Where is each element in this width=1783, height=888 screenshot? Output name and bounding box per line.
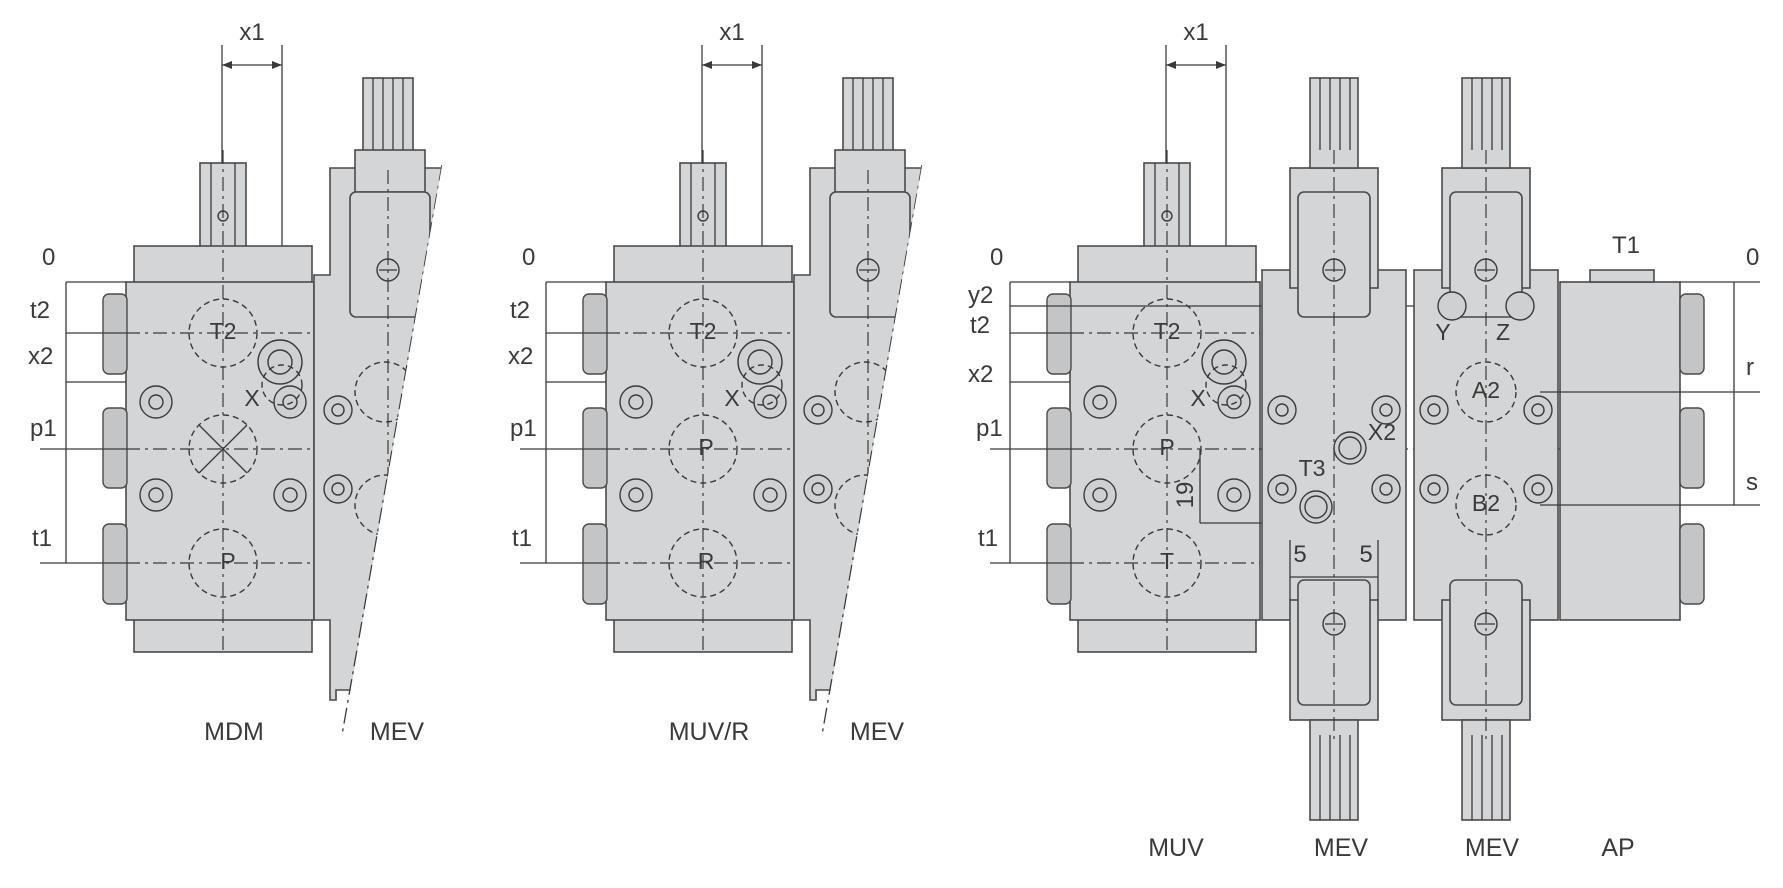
dim-s-label: s (1746, 469, 1758, 496)
plug (102, 407, 128, 489)
dim-x2-label: x2 (28, 343, 53, 370)
dim-5b-label: 5 (1359, 541, 1372, 568)
dim-y2-label: y2 (968, 282, 993, 309)
port-x: X (244, 385, 259, 411)
port-t2: T2 (690, 318, 717, 344)
port-x2: X2 (1368, 419, 1396, 445)
caption-ap: AP (1601, 834, 1634, 862)
caption-muvr: MUV/R (669, 718, 750, 746)
port-p: P (698, 434, 713, 460)
panel-assembly: x1 0 y2 t2 x2 p1 t1 T2 P T (968, 19, 1760, 862)
dim-x1-label: x1 (719, 19, 744, 46)
dim-x2-label: x2 (508, 343, 533, 370)
dim-x2-label: x2 (968, 361, 993, 388)
port-b2: B2 (1472, 490, 1500, 516)
dim-x1-label: x1 (239, 19, 264, 46)
dim-t1-label: t1 (32, 525, 52, 552)
dim-t2-label: t2 (510, 297, 530, 324)
plug (102, 293, 128, 375)
dim-p1-label: p1 (510, 415, 537, 442)
port-p: P (1159, 434, 1174, 460)
caption-muv: MUV (1148, 834, 1204, 862)
dim-0-label: 0 (522, 244, 535, 271)
panel-muvr: x1 0 t2 x2 p1 t1 T2 P R (508, 19, 940, 746)
port-t1: T1 (1612, 232, 1640, 259)
dim-5a-label: 5 (1293, 541, 1306, 568)
ap-body (1559, 281, 1681, 621)
port-t2: T2 (1154, 318, 1181, 344)
dim-x1-label: x1 (1183, 19, 1208, 46)
caption-mev-1: MEV (370, 718, 425, 746)
caption-mev-4: MEV (1465, 834, 1520, 862)
dim-t2-label: t2 (970, 312, 990, 339)
port-t: T (1160, 548, 1174, 574)
dim-0-label: 0 (990, 244, 1003, 271)
port-x: X (724, 385, 739, 411)
port-t3: T3 (1299, 455, 1326, 481)
dim-t2-label: t2 (30, 297, 50, 324)
caption-mdm: MDM (204, 718, 264, 746)
port-r: R (698, 548, 715, 574)
plug (102, 523, 128, 605)
dim-0-right-label: 0 (1746, 244, 1759, 271)
panel-mdm: x1 0 t2 x2 p1 t1 T2 (28, 19, 460, 746)
dim-p1-label: p1 (976, 415, 1003, 442)
dim-t1-label: t1 (512, 525, 532, 552)
caption-mev-3: MEV (1314, 834, 1369, 862)
dim-0-label: 0 (42, 244, 55, 271)
port-x: X (1190, 385, 1205, 411)
port-y: Y (1435, 319, 1450, 345)
dim-p1-label: p1 (30, 415, 57, 442)
dim-19-label: 19 (1172, 482, 1199, 509)
dim-r-label: r (1746, 354, 1754, 381)
dim-t1-label: t1 (978, 525, 998, 552)
port-a2: A2 (1472, 377, 1500, 403)
caption-mev-2: MEV (850, 718, 905, 746)
port-z: Z (1496, 319, 1510, 345)
port-p: P (220, 548, 235, 574)
port-t2: T2 (210, 318, 237, 344)
